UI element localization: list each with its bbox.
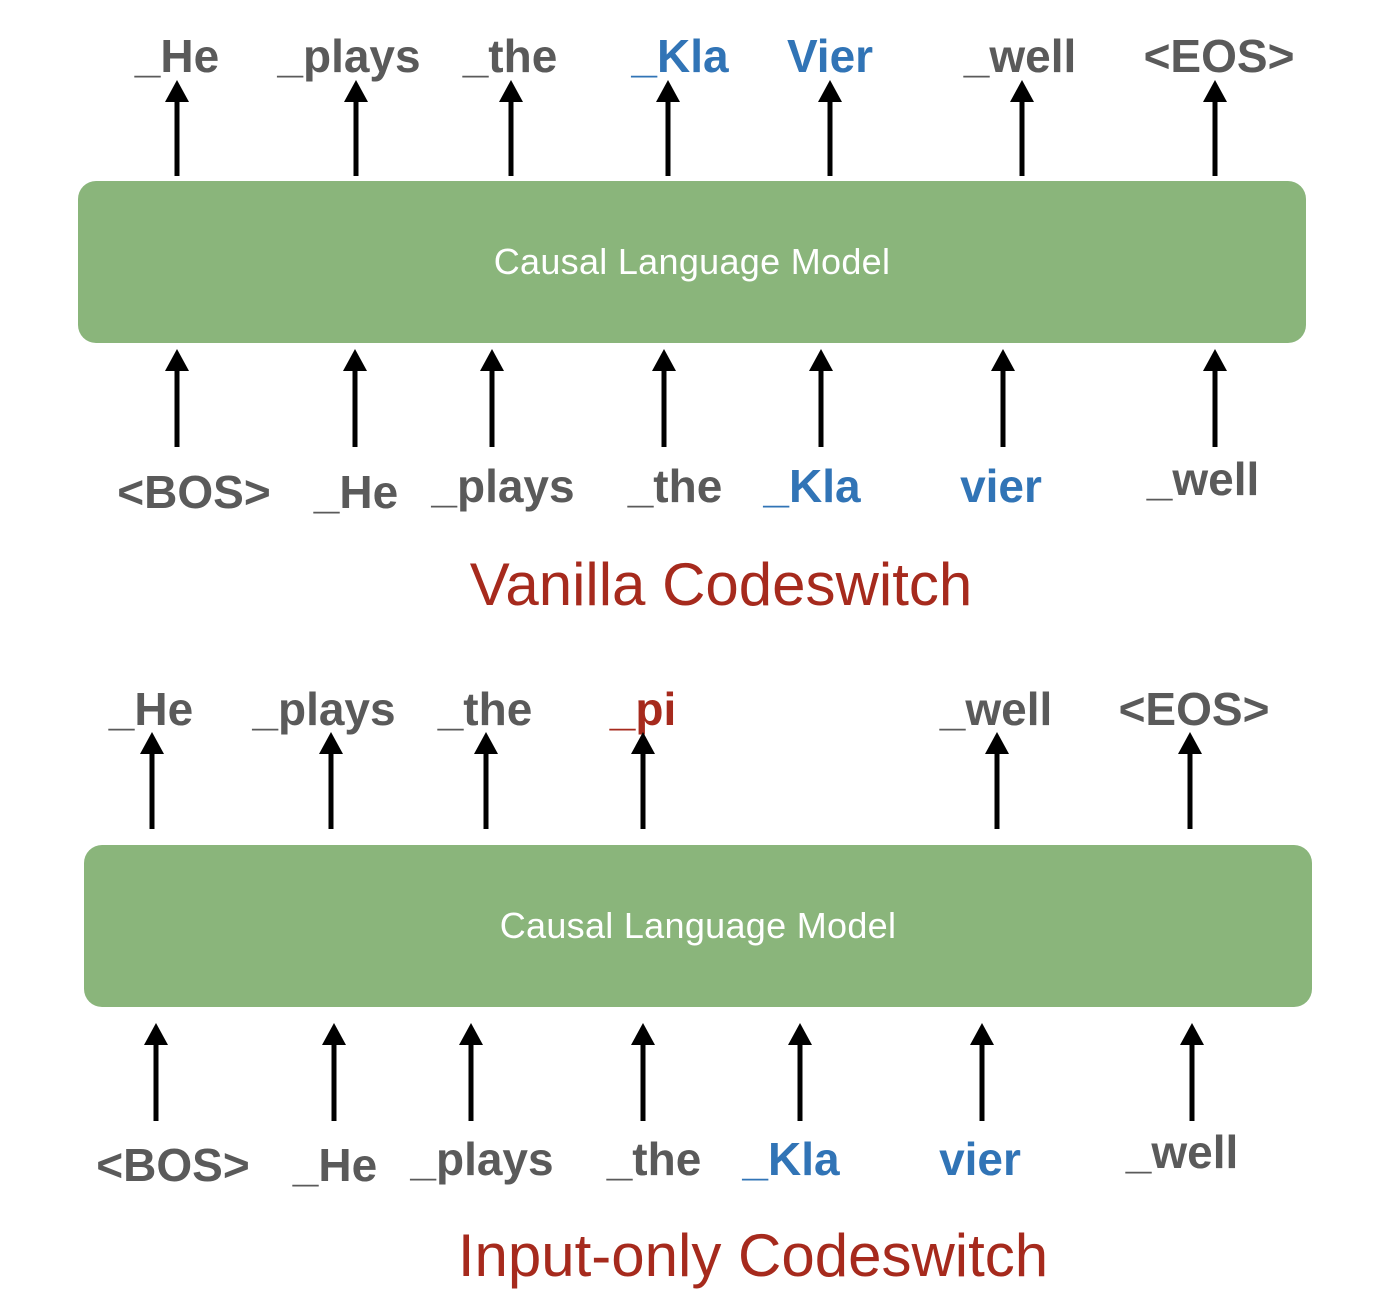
arrow-up-icon — [970, 1023, 994, 1121]
arrow-up-icon — [1010, 80, 1034, 176]
output-token-kla: _Kla — [631, 30, 729, 82]
causal-language-model-box: Causal Language Model — [78, 181, 1306, 343]
input-token-bos: <BOS> — [117, 466, 271, 518]
input-token-the: _the — [606, 1133, 702, 1185]
output-token-well: _well — [939, 683, 1053, 735]
output-token-he: _He — [108, 683, 194, 735]
arrow-up-icon — [809, 349, 833, 447]
arrow-up-icon — [1203, 80, 1227, 176]
output-token-vier: Vier — [786, 30, 874, 82]
arrow-up-icon — [991, 349, 1015, 447]
panel-caption: Input-only Codeswitch — [457, 1222, 1049, 1289]
input-token-vier: vier — [939, 1133, 1021, 1185]
arrow-up-icon — [165, 80, 189, 176]
input-token-plays: _plays — [410, 1133, 554, 1185]
input-token-plays: _plays — [431, 460, 575, 512]
input-token-he: _He — [313, 466, 399, 518]
arrow-up-icon — [144, 1023, 168, 1121]
input-token-the: _the — [627, 460, 723, 512]
arrow-up-icon — [788, 1023, 812, 1121]
arrow-up-icon — [499, 80, 523, 176]
input-token-vier: vier — [960, 460, 1042, 512]
arrow-up-icon — [165, 349, 189, 447]
arrow-up-icon — [1178, 732, 1202, 829]
arrow-up-icon — [459, 1023, 483, 1121]
output-token-plays: _plays — [277, 30, 421, 82]
input-token-he: _He — [292, 1139, 378, 1191]
arrow-up-icon — [652, 349, 676, 447]
output-token-the: _the — [437, 683, 533, 735]
output-token-plays: _plays — [252, 683, 396, 735]
output-token-pi: _pi — [609, 683, 677, 735]
output-token-the: _the — [462, 30, 558, 82]
input-token-kla: _Kla — [763, 460, 861, 512]
arrow-up-icon — [631, 1023, 655, 1121]
input-token-kla: _Kla — [742, 1133, 840, 1185]
arrow-up-icon — [985, 732, 1009, 829]
arrow-up-icon — [140, 732, 164, 829]
output-token-eos: <EOS> — [1118, 683, 1270, 735]
panel-caption: Vanilla Codeswitch — [469, 551, 973, 618]
input-token-bos: <BOS> — [96, 1139, 250, 1191]
output-token-he: _He — [134, 30, 220, 82]
model-label: Causal Language Model — [493, 241, 891, 282]
output-token-eos: <EOS> — [1143, 30, 1295, 82]
arrow-up-icon — [344, 80, 368, 176]
arrow-up-icon — [656, 80, 680, 176]
output-token-well: _well — [963, 30, 1077, 82]
arrow-up-icon — [818, 80, 842, 176]
input-token-well: _well — [1146, 453, 1260, 505]
arrow-up-icon — [343, 349, 367, 447]
arrow-up-icon — [322, 1023, 346, 1121]
arrow-up-icon — [1203, 349, 1227, 447]
arrow-up-icon — [474, 732, 498, 829]
causal-language-model-box: Causal Language Model — [84, 845, 1312, 1007]
arrow-up-icon — [319, 732, 343, 829]
arrow-up-icon — [1180, 1023, 1204, 1121]
input-token-well: _well — [1125, 1126, 1239, 1178]
arrow-up-icon — [631, 732, 655, 829]
model-label: Causal Language Model — [499, 905, 897, 946]
arrow-up-icon — [480, 349, 504, 447]
